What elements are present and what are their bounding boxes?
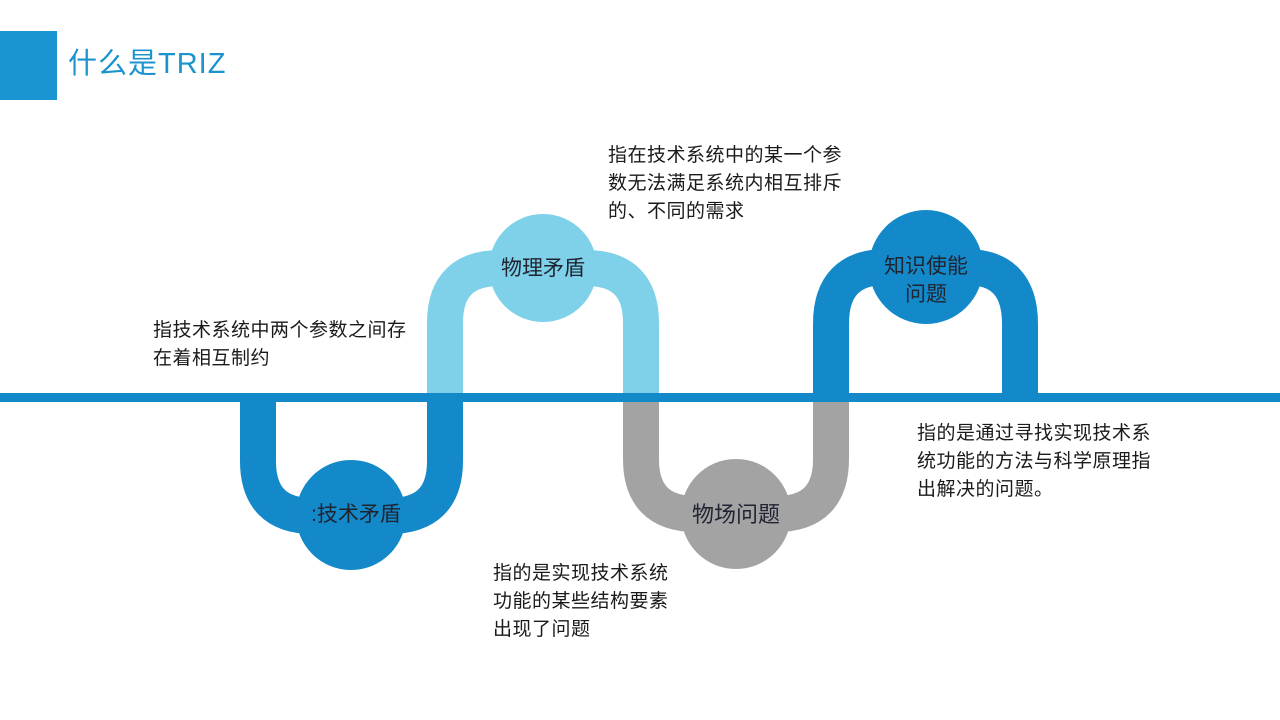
title-accent-square [0, 31, 57, 100]
knowledge-problem-node [869, 210, 983, 324]
page-title: 什么是TRIZ [68, 48, 227, 80]
physical-contradiction-node [489, 214, 597, 322]
technical-contradiction-node [296, 460, 406, 570]
technical-contradiction-description: 指技术系统中两个参数之间存 在着相互制约 [153, 320, 407, 369]
su-field-problem-description: 指的是实现技术系统 功能的某些结构要素 出现了问题 [493, 563, 669, 640]
physical-contradiction-description: 指在技术系统中的某一个参 数无法满足系统内相互排斥 的、不同的需求 [608, 145, 843, 222]
knowledge-problem-label: 知识使能 问题 [884, 255, 968, 306]
technical-contradiction-label: :技术矛盾 [311, 503, 401, 526]
knowledge-problem-description: 指的是通过寻找实现技术系 统功能的方法与科学原理指 出解决的问题。 [917, 423, 1152, 500]
baseline [0, 393, 1280, 402]
su-field-problem-label: 物场问题 [691, 502, 780, 527]
physical-contradiction-label: 物理矛盾 [501, 257, 585, 280]
su-field-problem-node [681, 459, 791, 569]
